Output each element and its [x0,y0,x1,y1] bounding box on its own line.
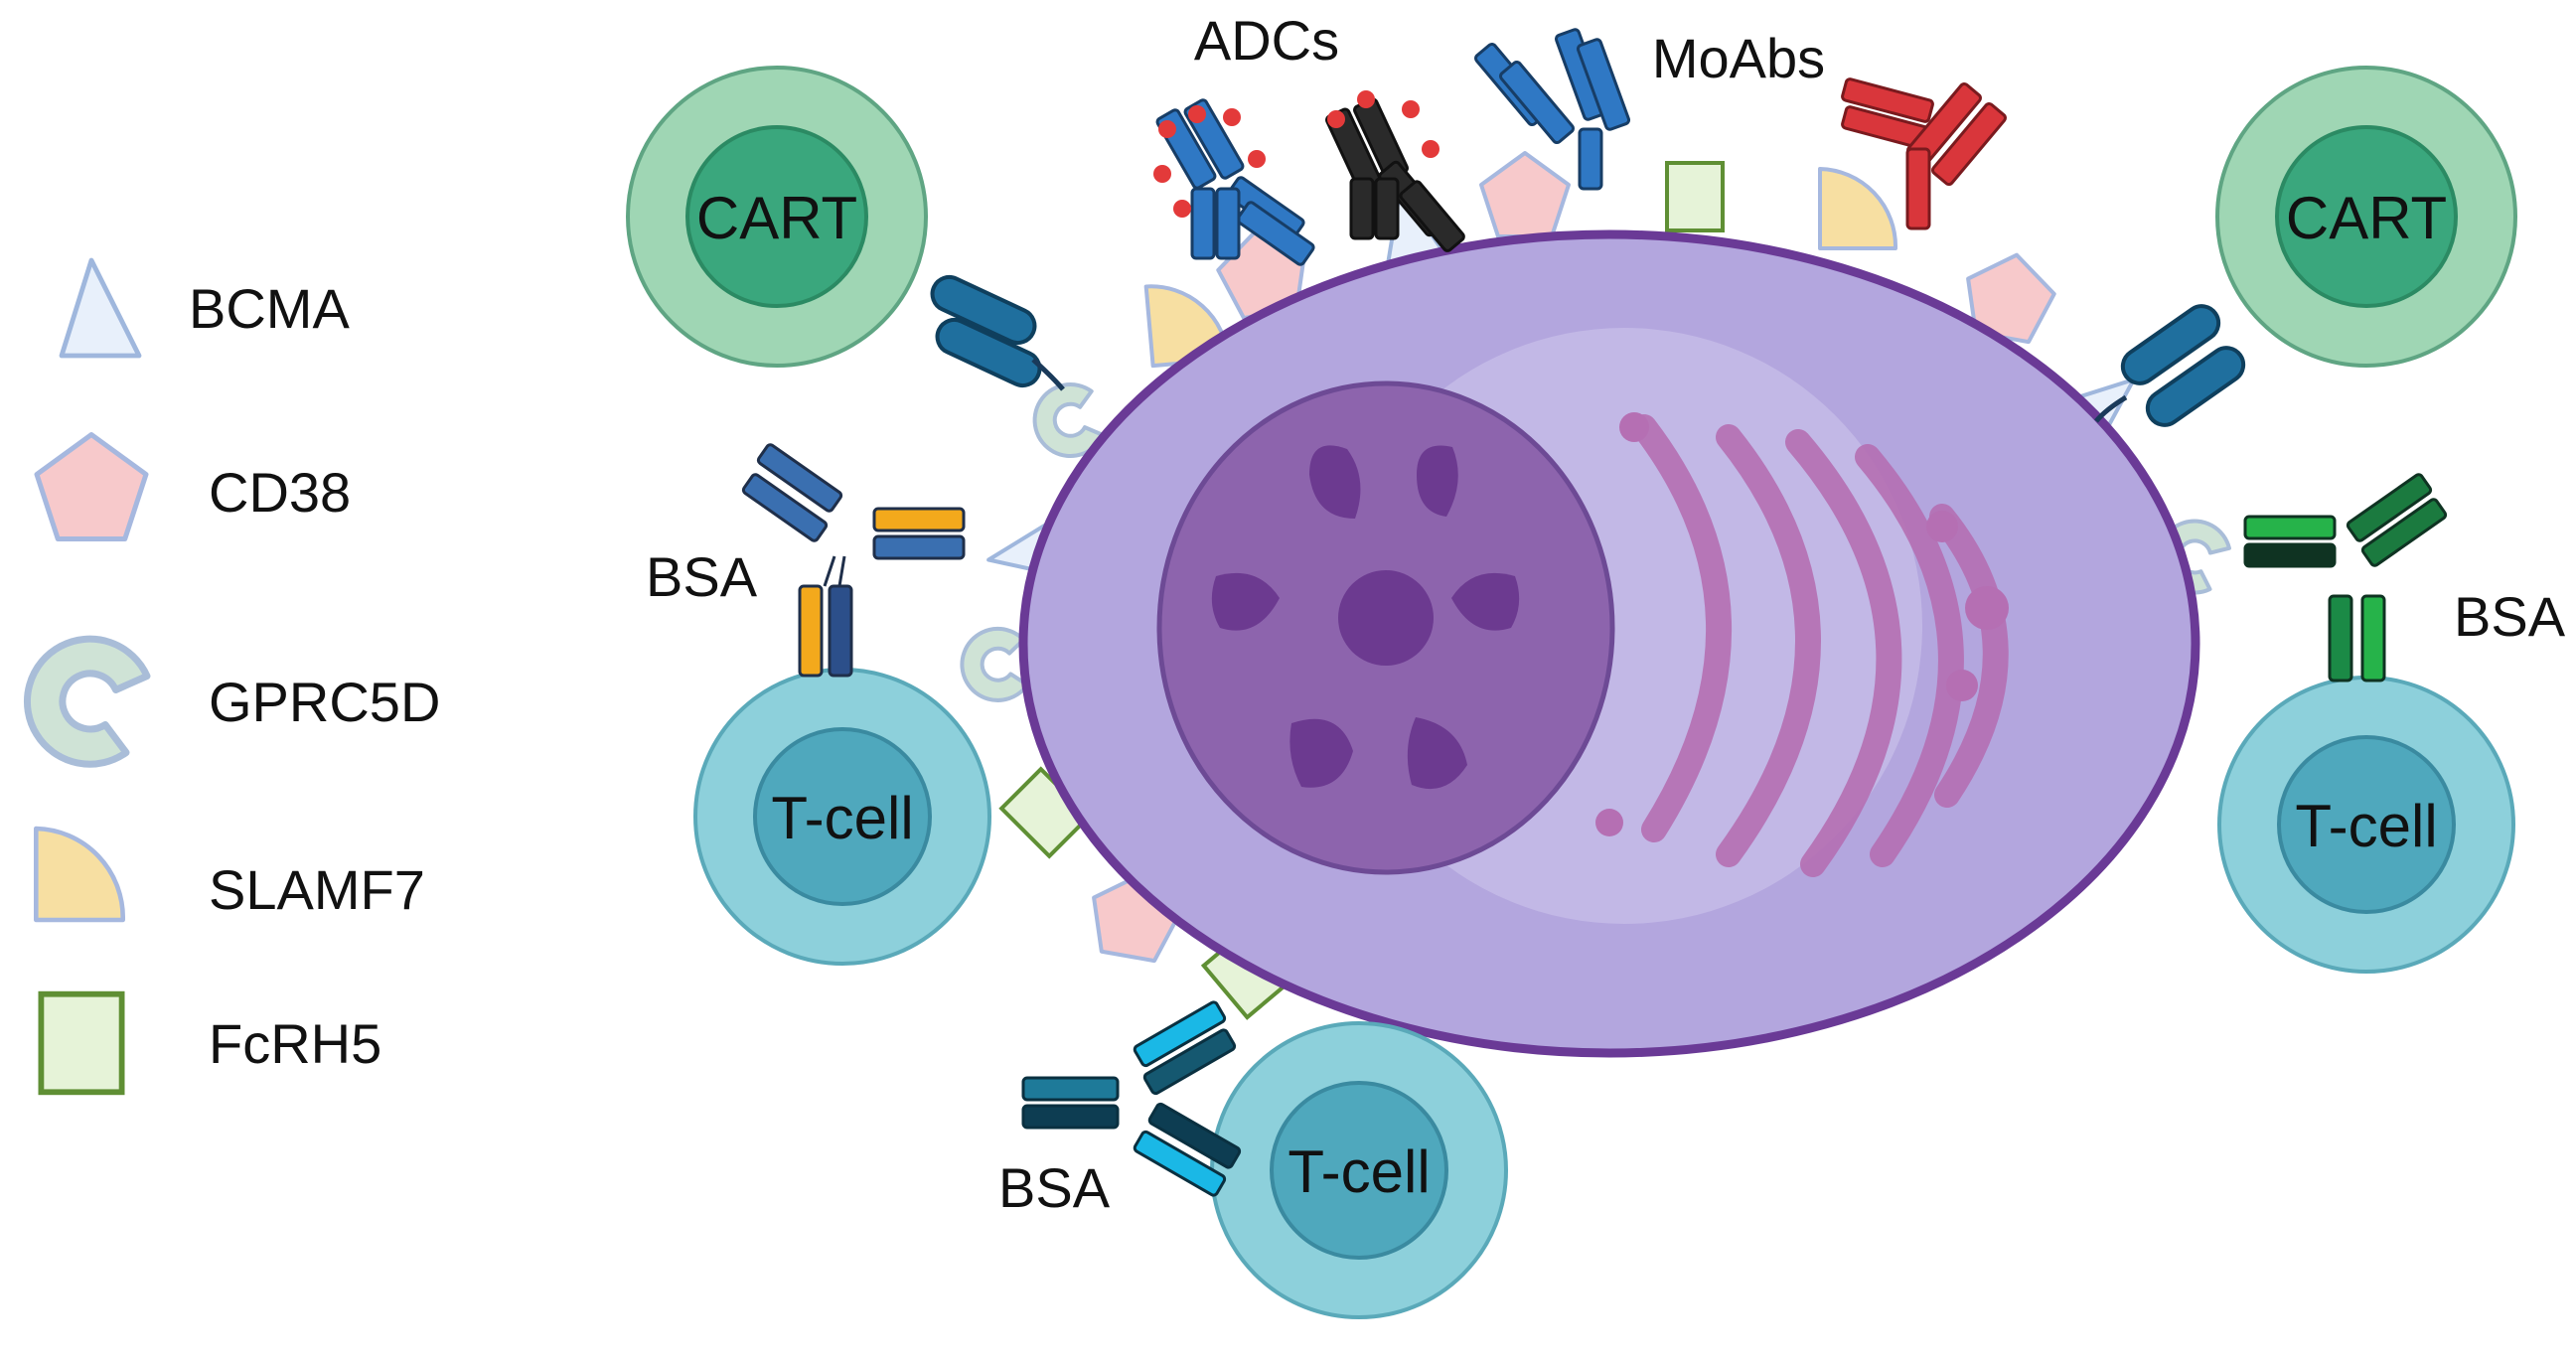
bsa-left [741,443,966,678]
legend: BCMA CD38 GPRC5D SLAMF7 FcRH5 [27,260,440,1092]
myeloma-cell [1018,229,2200,1058]
bsa-bottom [1021,1000,1242,1197]
tcell-bottom: T-cell [1210,1021,1508,1319]
adc-blue [1153,98,1315,266]
moabs-label: MoAbs [1652,27,1825,89]
bsa-label-left: BSA [646,545,758,608]
fcrh5-antigen [1665,161,1725,232]
legend-label-fcrh5: FcRH5 [209,1012,381,1075]
legend-label-gprc5d: GPRC5D [209,671,440,733]
quarter-circle-icon [36,829,122,920]
tcell-right: T-cell [2217,676,2515,974]
square-icon [41,994,121,1093]
legend-label-slamf7: SLAMF7 [209,858,425,921]
moab-red [1841,77,2007,230]
cart-cell-left: CART [626,66,928,368]
bsa-label-bottom: BSA [998,1156,1111,1219]
legend-item-fcrh5: FcRH5 [41,994,381,1093]
legend-label-bcma: BCMA [189,277,350,340]
car-receptor-right [2094,304,2246,427]
tcell-label: T-cell [771,785,913,851]
triangle-icon [62,260,139,356]
tcell-label: T-cell [2295,793,2437,859]
cart-cell-right: CART [2215,66,2517,368]
nucleus [1156,380,1615,875]
bsa-label-right: BSA [2454,585,2566,648]
c-ring-icon [27,639,147,764]
legend-item-slamf7: SLAMF7 [36,829,425,921]
bsa-right [2243,473,2448,682]
cart-label: CART [2286,185,2447,251]
tcell-left: T-cell [693,668,991,966]
adc-black [1325,90,1465,252]
cd38-antigen [1479,151,1571,238]
legend-item-cd38: CD38 [37,435,351,539]
legend-item-gprc5d: GPRC5D [27,639,440,764]
adcs-label: ADCs [1194,9,1339,72]
legend-label-cd38: CD38 [209,461,351,524]
car-receptor-left [930,274,1065,391]
pentagon-icon [37,435,146,539]
slamf7-antigen [1818,167,1898,250]
legend-item-bcma: BCMA [62,260,350,356]
moab-blue [1474,28,1631,191]
tcell-label: T-cell [1288,1138,1430,1205]
cart-label: CART [696,185,857,251]
